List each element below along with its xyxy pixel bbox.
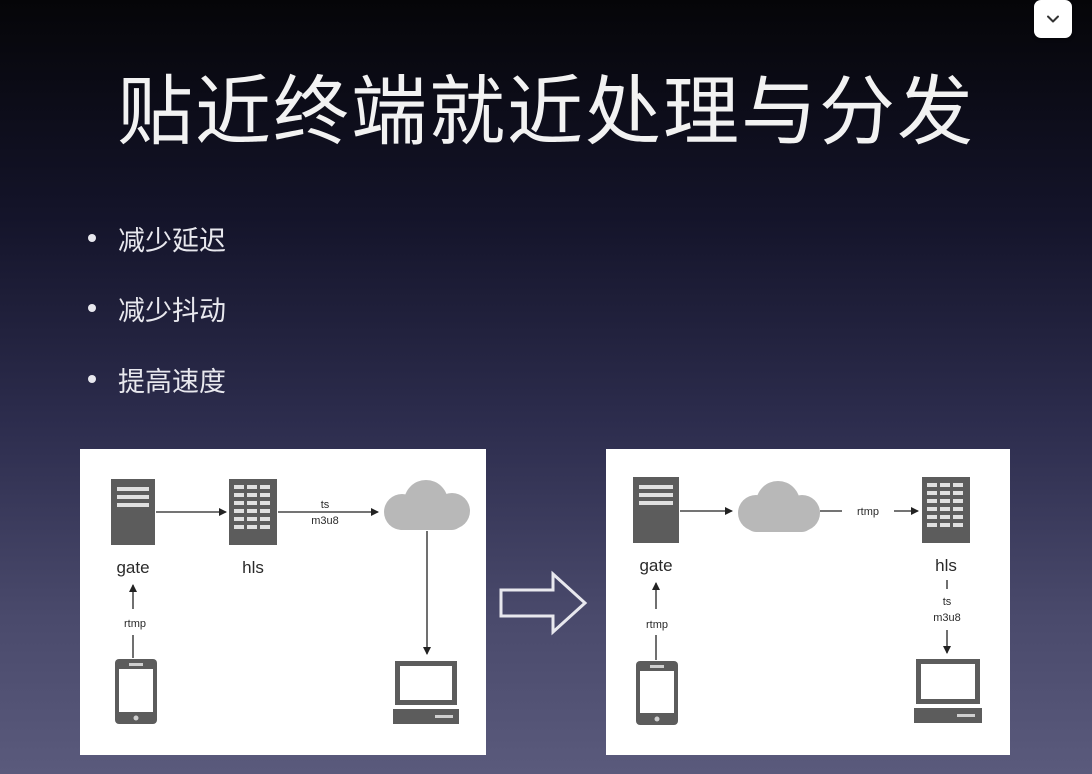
phone-icon (115, 659, 157, 724)
cloud-icon (384, 480, 470, 530)
transition-arrow-icon (499, 570, 588, 636)
bullet-dot-icon (88, 234, 96, 242)
diagram-after: gate rtmp (633, 477, 982, 725)
diagram-before: gate hls ts m3u8 (111, 479, 470, 724)
computer-icon (914, 659, 982, 723)
bullet-text: 提高速度 (118, 366, 226, 398)
bullet-text: 减少抖动 (118, 295, 226, 327)
rtmp-label-top: rtmp (857, 506, 879, 518)
rtmp-label-bottom: rtmp (646, 619, 668, 631)
bullet-item: 减少抖动 (88, 288, 226, 328)
gate-label: gate (116, 558, 149, 577)
bullet-item: 减少延迟 (88, 218, 226, 258)
diagram-before-panel: gate hls ts m3u8 (80, 449, 486, 755)
slide-title: 贴近终端就近处理与分发 (117, 67, 975, 156)
collapse-button[interactable] (1034, 0, 1072, 38)
hls-label: hls (242, 558, 264, 577)
cloud-icon (738, 481, 820, 532)
rtmp-label: rtmp (124, 618, 146, 630)
ts-label: ts (943, 596, 952, 608)
m3u8-label: m3u8 (311, 515, 339, 527)
ts-label: ts (321, 499, 330, 511)
bullet-item: 提高速度 (88, 359, 226, 399)
computer-icon (393, 661, 459, 724)
hls-label: hls (935, 556, 957, 575)
hls-server-icon (229, 479, 277, 545)
bullet-text: 减少延迟 (118, 225, 226, 257)
bullet-dot-icon (88, 304, 96, 312)
gate-server-icon (633, 477, 679, 543)
diagram-after-panel: gate rtmp (606, 449, 1010, 755)
phone-icon (636, 661, 678, 725)
gate-label: gate (639, 556, 672, 575)
bullet-dot-icon (88, 375, 96, 383)
m3u8-label: m3u8 (933, 612, 961, 624)
chevron-down-icon (1047, 15, 1059, 23)
hls-server-icon (922, 477, 970, 543)
gate-server-icon (111, 479, 155, 545)
